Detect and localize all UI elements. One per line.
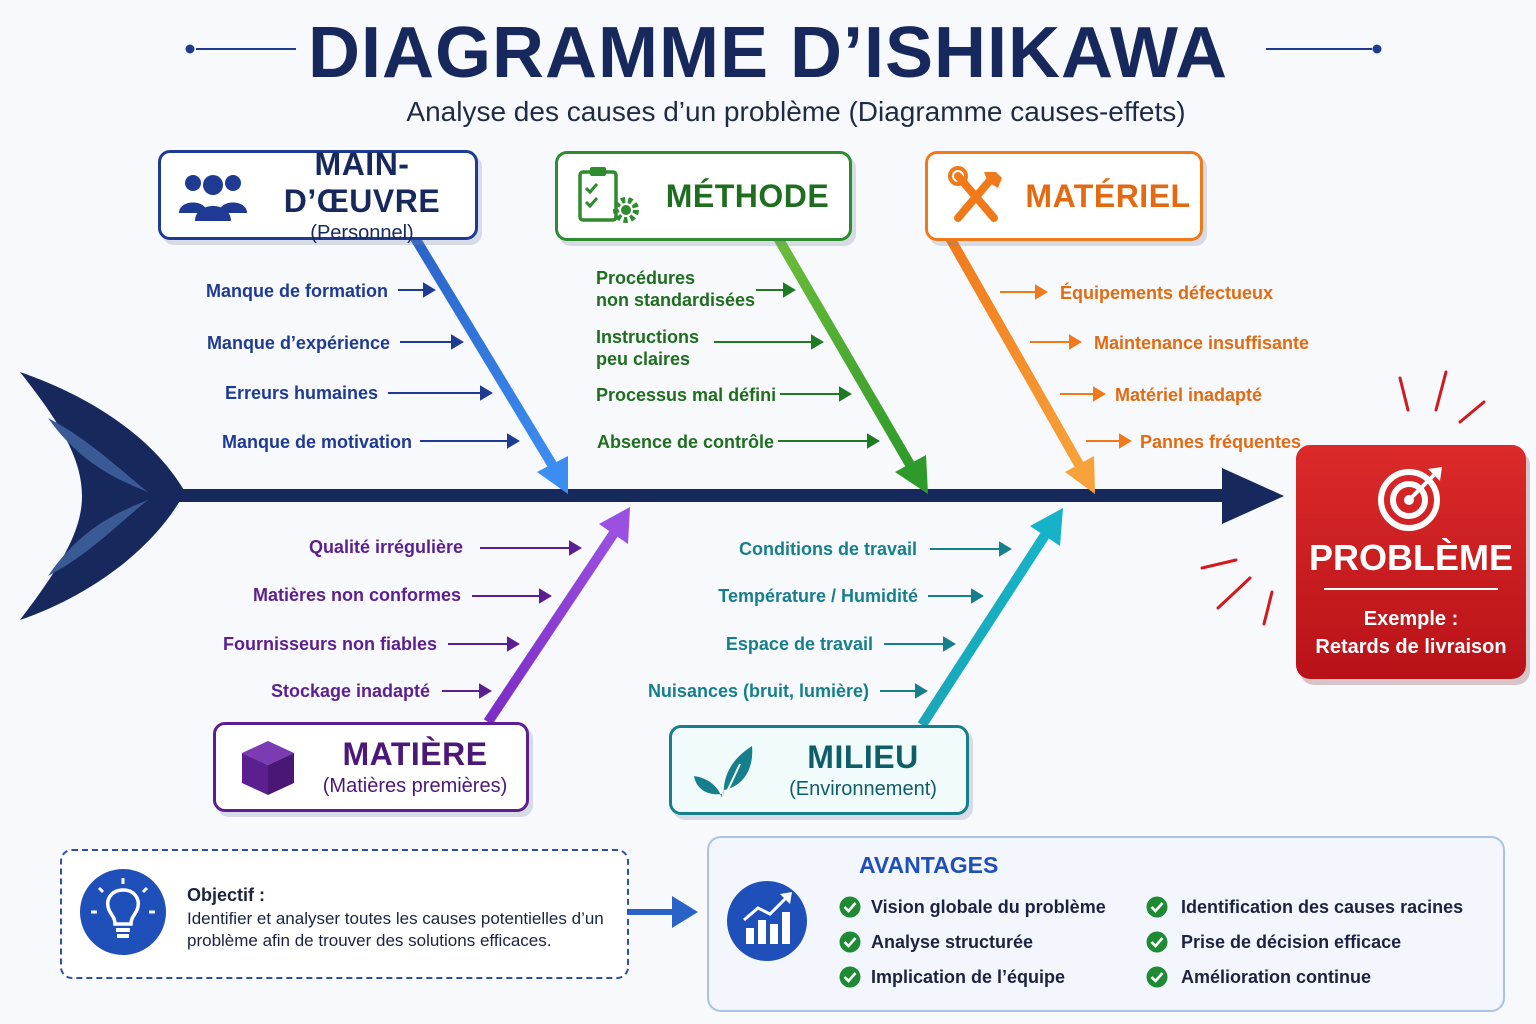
cause-arrows-materiel: [1000, 284, 1132, 449]
bone-materiel: [945, 235, 1095, 494]
cause-item: Matériel inadapté: [1115, 385, 1263, 405]
category-materiel: MATÉRIEL: [925, 151, 1203, 241]
cause-item: Manque de formation: [205, 281, 388, 301]
cause-item: Instructions peu claires: [596, 327, 700, 369]
cause-item: Erreurs humaines: [224, 383, 378, 403]
cause-arrows-matiere: [442, 540, 582, 699]
growth-chart-icon: [727, 881, 807, 961]
advantage-item: Prise de décision efficace: [1181, 932, 1402, 952]
cause-item: Espace de travail: [725, 634, 873, 654]
leaf-icon: [694, 746, 753, 799]
check-icon: [1146, 931, 1168, 953]
problem-example-value: Retards de livraison: [1315, 636, 1507, 658]
category-name: MÉTHODE: [665, 177, 830, 214]
lightbulb-icon: [80, 869, 166, 955]
cause-item: Équipements défectueux: [1060, 283, 1274, 303]
problem-box: PROBLÈME Exemple : Retards de livraison: [1296, 445, 1526, 679]
people-icon: [179, 175, 247, 221]
check-icon: [839, 896, 861, 918]
advantage-item: Analyse structurée: [871, 932, 1034, 952]
bone-methode: [773, 235, 928, 494]
box-icon: [242, 741, 294, 795]
cause-item: Processus mal défini: [596, 385, 777, 405]
page-subtitle: Analyse des causes d’un problème (Diagra…: [406, 96, 1186, 127]
objective-box: Objectif : Identifier et analyser toutes…: [60, 849, 629, 979]
cause-item: Absence de contrôle: [597, 432, 775, 452]
title-decoration-right: [1266, 44, 1382, 54]
advantage-item: Implication de l’équipe: [871, 967, 1066, 987]
category-name: MATÉRIEL: [1025, 177, 1191, 214]
cause-item: Stockage inadapté: [270, 681, 430, 701]
problem-title: PROBLÈME: [1308, 537, 1513, 578]
cause-item: Pannes fréquentes: [1140, 432, 1302, 452]
category-matiere: MATIÈRE (Matières premières): [213, 722, 529, 812]
target-icon: [1378, 467, 1442, 531]
category-subtitle: (Environnement): [789, 778, 937, 800]
objective-text: Identifier et analyser toutes les causes…: [187, 909, 604, 950]
cause-item: Matières non conformes: [252, 585, 461, 605]
cause-item: Conditions de travail: [738, 539, 917, 559]
check-icon: [1146, 896, 1168, 918]
advantages-title: AVANTAGES: [859, 852, 999, 878]
tools-icon: [948, 166, 1002, 222]
advantage-item: Amélioration continue: [1181, 967, 1372, 987]
category-subtitle: (Matières premières): [322, 775, 508, 797]
category-methode: MÉTHODE: [555, 151, 852, 241]
cause-arrows-main-doeuvre: [388, 282, 520, 449]
check-icon: [839, 931, 861, 953]
bone-main-doeuvre: [410, 235, 568, 494]
cause-arrows-methode: [714, 282, 880, 449]
bone-matiere: [483, 507, 630, 725]
problem-example: Exemple : Retards de livraison: [1296, 605, 1526, 661]
category-milieu: MILIEU (Environnement): [669, 725, 969, 815]
objective-to-advantages-arrow: [626, 896, 698, 928]
cause-item: Maintenance insuffisante: [1094, 333, 1310, 353]
cause-item: Fournisseurs non fiables: [222, 634, 437, 654]
advantage-item: Vision globale du problème: [871, 897, 1106, 917]
bone-milieu: [917, 508, 1063, 728]
cause-item: Procédures non standardisées: [596, 268, 756, 310]
spine-arrow: [176, 468, 1284, 524]
problem-divider: [1324, 588, 1498, 590]
cause-arrows-milieu: [880, 541, 1012, 699]
clipboard-gear-icon: [578, 167, 639, 223]
advantage-item: Identification des causes racines: [1181, 897, 1464, 917]
category-main-doeuvre: MAIN-D’ŒUVRE (Personnel): [158, 146, 478, 244]
problem-burst: [1200, 370, 1486, 626]
cause-item: Nuisances (bruit, lumière): [647, 681, 869, 701]
check-icon: [839, 966, 861, 988]
cause-item: Manque d’expérience: [206, 333, 390, 353]
cause-item: Manque de motivation: [221, 432, 412, 452]
page-title: DIAGRAMME D’ISHIKAWA: [308, 13, 1228, 93]
cause-item: Qualité irrégulière: [308, 537, 463, 557]
check-icon: [1146, 966, 1168, 988]
problem-example-label: Exemple :: [1363, 608, 1459, 630]
title-decoration-left: [185, 44, 296, 54]
category-subtitle: (Personnel): [310, 221, 414, 244]
category-name: MAIN-D’ŒUVRE: [283, 145, 441, 219]
cause-item: Température / Humidité: [718, 586, 918, 606]
advantages-box: AVANTAGES Vision globale du problème Ana…: [707, 836, 1505, 1012]
category-name: MILIEU: [807, 739, 919, 775]
category-name: MATIÈRE: [342, 736, 488, 772]
fish-tail: [20, 372, 185, 620]
objective-label: Objectif :: [187, 885, 266, 905]
